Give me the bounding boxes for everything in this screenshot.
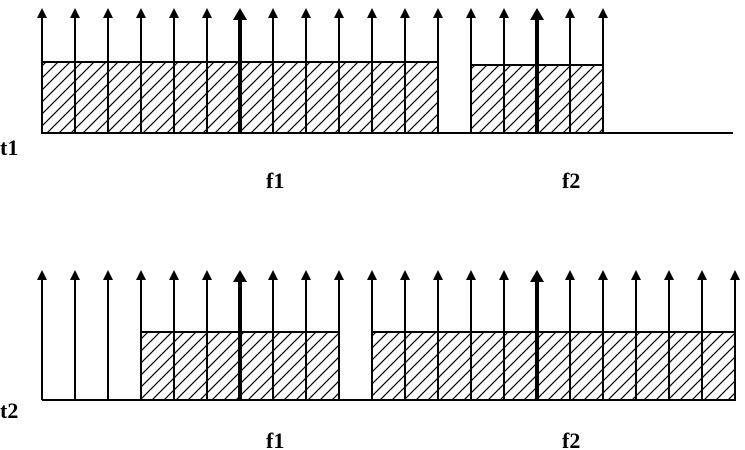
block-label-t2-f2: f2 <box>562 428 580 450</box>
row-t2: t2 f1 f2 <box>0 270 740 450</box>
block-label-t1-f2: f2 <box>562 168 580 193</box>
blocks-t2 <box>140 331 736 401</box>
arrow-t2-1 <box>37 270 47 400</box>
row-t1: t1 f1 f2 <box>0 8 733 193</box>
blocks-t1 <box>41 61 604 134</box>
block-t1-f1 <box>41 61 439 134</box>
block-t1-f2 <box>470 64 604 134</box>
arrow-t2-3 <box>103 270 113 400</box>
block-t2-f1 <box>140 331 340 401</box>
block-label-t1-f1: f1 <box>266 168 284 193</box>
block-t2-f2 <box>371 331 736 401</box>
arrow-t2-2 <box>70 270 80 400</box>
block-label-t2-f1: f1 <box>266 428 284 450</box>
row-label-t1: t1 <box>0 135 18 160</box>
row-label-t2: t2 <box>0 398 18 423</box>
